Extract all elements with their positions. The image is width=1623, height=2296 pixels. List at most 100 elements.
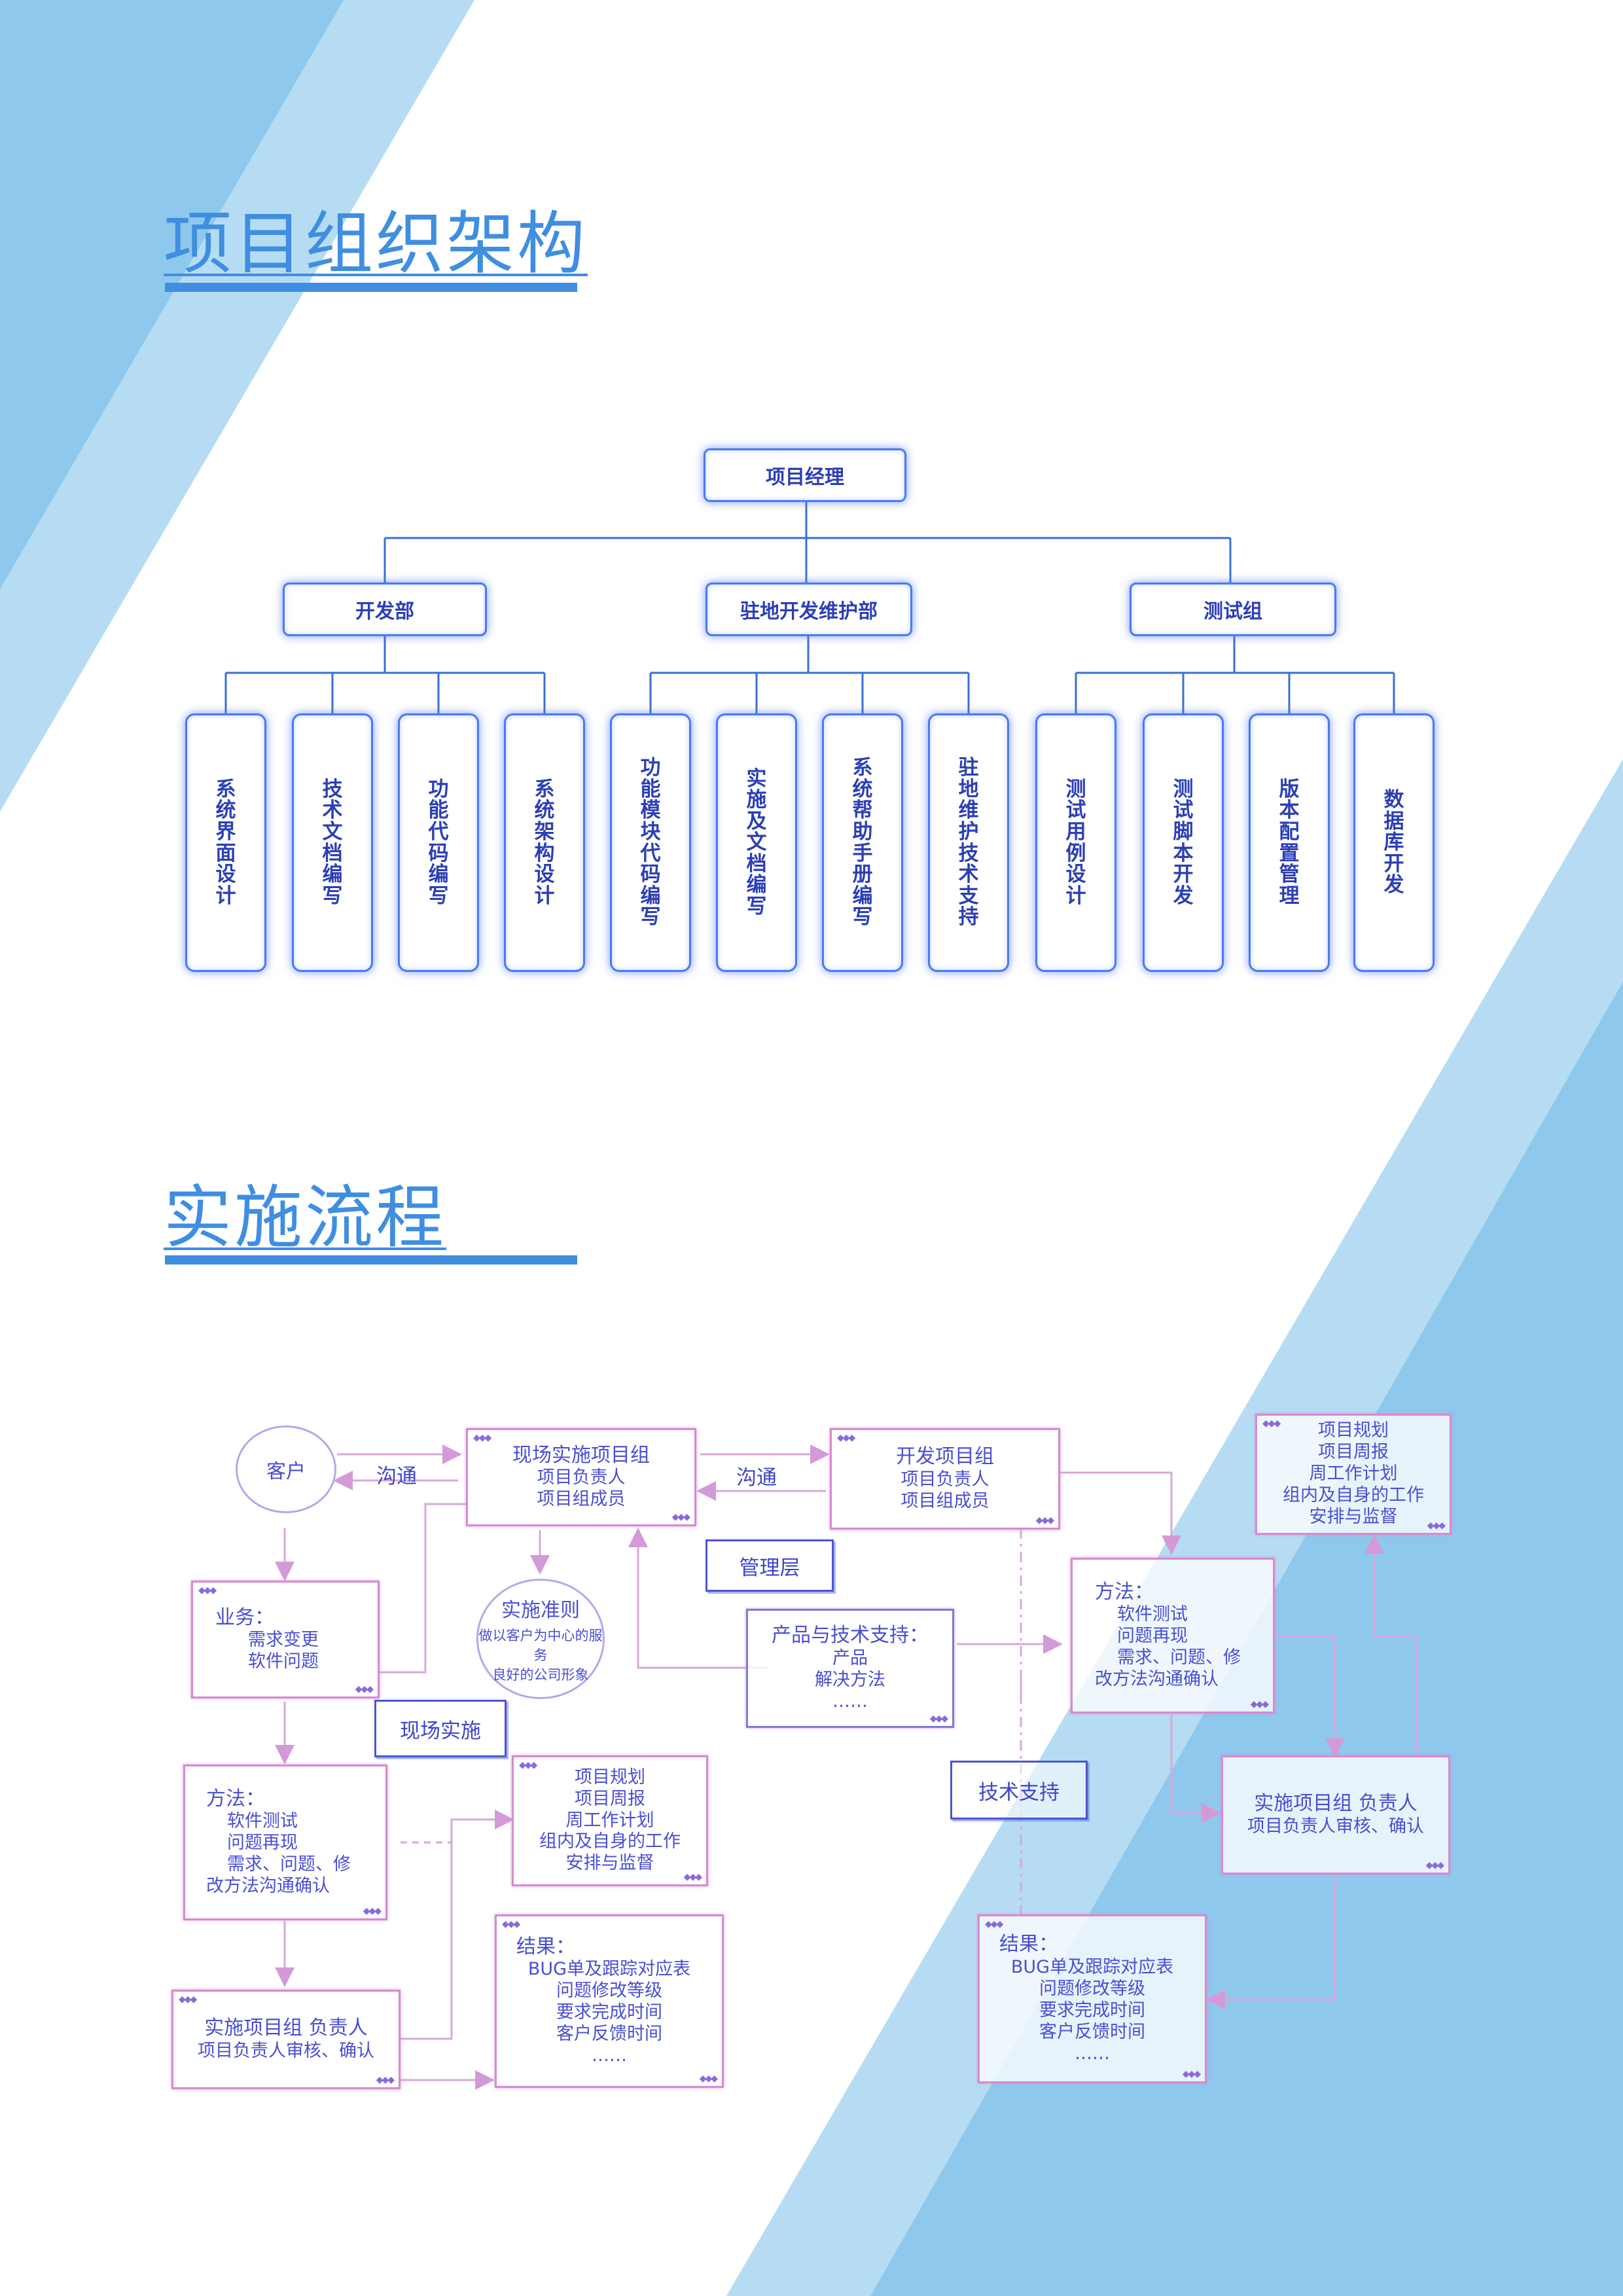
flow-principle-line: 做以客户为中心的服务: [478, 1628, 603, 1663]
flow-method-right-line: 问题再现: [1117, 1626, 1188, 1647]
corner-deco-icon: ◆◆◆: [1250, 1698, 1269, 1710]
flow-plan-right-line: 周工作计划: [1309, 1463, 1398, 1484]
corner-deco-icon: ◆◆◆: [837, 1433, 855, 1443]
flow-result-right-line: 问题修改等级: [1039, 1978, 1145, 1999]
org-title-underline: [165, 283, 577, 292]
flow-result-right-title: 结果：: [999, 1933, 1058, 1956]
flow-plan-mid-line: 组内及自身的工作: [539, 1831, 681, 1852]
org-leaf-tech-doc: 技术文档编写: [292, 713, 373, 972]
flow-tech-support-tag: 技术支持: [950, 1761, 1088, 1820]
corner-deco-icon: ◆◆◆: [376, 2074, 395, 2085]
flow-principle-title: 实施准则: [501, 1599, 580, 1622]
corner-deco-icon: ◆◆◆: [198, 1585, 217, 1596]
flow-leader-left-line: 项目负责人审核、确认: [198, 2040, 374, 2061]
flow-site-team-line: 项目组成员: [537, 1489, 626, 1510]
flow-method-right-line: 需求、问题、修: [1117, 1647, 1241, 1668]
flow-plan-right-line: 项目周报: [1318, 1442, 1389, 1463]
corner-deco-icon: ◆◆◆: [699, 2073, 718, 2084]
flow-leader-right-title: 实施项目组 负责人: [1254, 1792, 1418, 1816]
flow-method-left-line: 问题再现: [227, 1833, 298, 1854]
flow-title-underline: [165, 1255, 577, 1265]
flow-plan-mid-line: 项目周报: [575, 1788, 645, 1809]
flow-support-box: 产品与技术支持： 产品 解决方法 …… ◆◆◆: [746, 1609, 954, 1728]
flow-customer: 客户: [236, 1426, 336, 1513]
flow-dev-team-box: ◆◆◆ 开发项目组 项目负责人 项目组成员 ◆◆◆: [830, 1428, 1060, 1530]
flow-site-team-box: ◆◆◆ 现场实施项目组 项目负责人 项目组成员 ◆◆◆: [466, 1428, 696, 1526]
flow-plan-right-line: 安排与监督: [1309, 1506, 1398, 1527]
flow-plan-right-line: 项目规划: [1318, 1420, 1389, 1441]
flow-leader-right-box: 实施项目组 负责人 项目负责人审核、确认 ◆◆◆: [1221, 1755, 1450, 1874]
org-leaf-architecture: 系统架构设计: [504, 713, 585, 972]
org-leaf-implementation-doc: 实施及文档编写: [716, 713, 797, 972]
flow-section-title: 实施流程: [164, 1177, 447, 1257]
flow-support-title: 产品与技术支持：: [772, 1624, 929, 1647]
flow-business-title: 业务：: [215, 1605, 274, 1629]
org-leaf-database: 数据库开发: [1353, 713, 1435, 972]
flow-support-line: 解决方法: [815, 1669, 885, 1690]
flow-business-box: ◆◆◆ 业务： 需求变更 软件问题 ◆◆◆: [191, 1581, 380, 1698]
flow-business-line: 软件问题: [248, 1651, 319, 1672]
corner-deco-icon: ◆◆◆: [985, 1919, 1003, 1929]
flow-dev-team-line: 项目负责人: [901, 1469, 990, 1490]
flow-support-line: ……: [832, 1691, 868, 1712]
flow-result-mid-line: BUG单及跟踪对应表: [527, 1959, 691, 1980]
flow-leader-left-title: 实施项目组 负责人: [204, 2017, 368, 2040]
flow-business-line: 需求变更: [248, 1630, 319, 1651]
flow-management-tag: 管理层: [705, 1539, 834, 1592]
org-leaf-test-script: 测试脚本开发: [1143, 713, 1224, 972]
flow-plan-mid-line: 安排与监督: [565, 1853, 654, 1874]
flow-result-mid-line: 客户反馈时间: [556, 2024, 662, 2045]
org-chart-connectors: [224, 501, 1395, 715]
flow-support-line: 产品: [832, 1647, 868, 1668]
flow-site-impl-tag: 现场实施: [374, 1700, 507, 1757]
corner-deco-icon: ◆◆◆: [473, 1433, 491, 1443]
corner-deco-icon: ◆◆◆: [683, 1871, 702, 1882]
corner-deco-icon: ◆◆◆: [519, 1760, 537, 1770]
corner-deco-icon: ◆◆◆: [179, 1994, 197, 2005]
org-section-title: 项目组织架构: [164, 204, 588, 283]
flow-leader-right-line: 项目负责人审核、确认: [1247, 1816, 1424, 1837]
flow-result-mid-line: 问题修改等级: [556, 1981, 662, 2001]
flow-plan-mid-line: 项目规划: [575, 1767, 645, 1787]
corner-deco-icon: ◆◆◆: [1182, 2068, 1201, 2079]
org-dept-development: 开发部: [283, 583, 487, 636]
flow-dev-team-line: 项目组成员: [901, 1490, 990, 1511]
org-dept-testing: 测试组: [1130, 583, 1336, 636]
org-leaf-module-code: 功能模块代码编写: [610, 713, 691, 972]
corner-deco-icon: ◆◆◆: [671, 1511, 690, 1522]
flow-comm-label-2: 沟通: [736, 1466, 777, 1490]
org-leaf-function-code: 功能代码编写: [398, 713, 479, 972]
flow-result-mid-title: 结果：: [516, 1935, 575, 1958]
corner-deco-icon: ◆◆◆: [1427, 1520, 1446, 1531]
flow-plan-right-line: 组内及自身的工作: [1283, 1484, 1424, 1505]
org-leaf-test-case: 测试用例设计: [1035, 713, 1116, 972]
flow-result-right-box: ◆◆◆ 结果： BUG单及跟踪对应表 问题修改等级 要求完成时间 客户反馈时间 …: [978, 1914, 1207, 2083]
flow-customer-label: 客户: [266, 1460, 306, 1483]
org-root-project-manager: 项目经理: [704, 448, 906, 502]
corner-deco-icon: ◆◆◆: [1425, 1859, 1444, 1871]
flow-method-left-line: 软件测试: [227, 1811, 298, 1832]
flow-result-right-line: BUG单及跟踪对应表: [1010, 1956, 1174, 1977]
org-leaf-ui-design: 系统界面设计: [185, 713, 266, 972]
flow-principle-line: 良好的公司形象: [492, 1667, 589, 1683]
flow-site-team-line: 项目负责人: [537, 1467, 626, 1488]
corner-deco-icon: ◆◆◆: [502, 1919, 520, 1929]
flow-dev-team-title: 开发项目组: [896, 1445, 994, 1469]
corner-deco-icon: ◆◆◆: [363, 1905, 382, 1916]
bg-band-dark-top: [0, 0, 344, 589]
flow-method-right-line: 软件测试: [1117, 1604, 1188, 1625]
flow-result-mid-line: 要求完成时间: [556, 2002, 662, 2023]
org-leaf-help-manual: 系统帮助手册编写: [822, 713, 903, 972]
flow-comm-label-1: 沟通: [376, 1465, 417, 1488]
org-dept-onsite-maintenance: 驻地开发维护部: [705, 583, 912, 636]
flow-plan-mid-line: 周工作计划: [565, 1810, 654, 1831]
corner-deco-icon: ◆◆◆: [929, 1713, 948, 1724]
flow-result-mid-box: ◆◆◆ 结果： BUG单及跟踪对应表 问题修改等级 要求完成时间 客户反馈时间 …: [495, 1914, 724, 2088]
org-leaf-onsite-support: 驻地维护技术支持: [928, 713, 1009, 972]
flow-method-right-line: 改方法沟通确认: [1095, 1669, 1219, 1690]
flow-method-left-line: 需求、问题、修: [227, 1854, 351, 1875]
flow-plan-right-box: ◆◆◆ 项目规划 项目周报 周工作计划 组内及自身的工作 安排与监督 ◆◆◆: [1255, 1414, 1452, 1535]
flow-leader-left-box: ◆◆◆ 实施项目组 负责人 项目负责人审核、确认 ◆◆◆: [171, 1990, 401, 2089]
corner-deco-icon: ◆◆◆: [355, 1683, 374, 1695]
